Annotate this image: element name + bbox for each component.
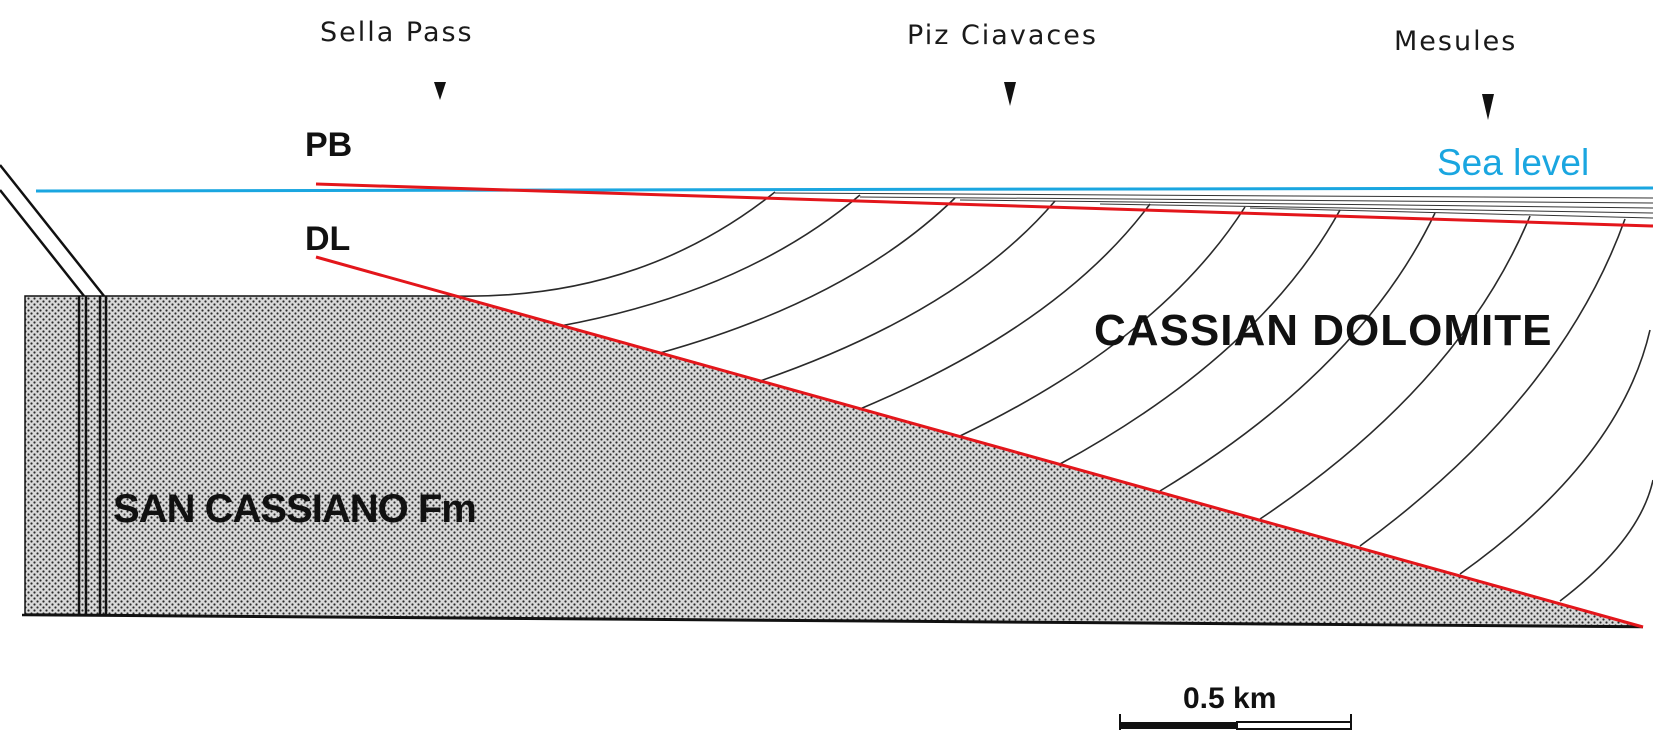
mesules-marker-icon: [1482, 94, 1494, 120]
cassian-dolomite-label: CASSIAN DOLOMITE: [1094, 306, 1552, 355]
sella-pass-marker-icon: [434, 82, 446, 100]
sea-level-line: [35, 186, 1653, 193]
base-line: [21, 613, 1644, 629]
location-piz-ciavaces: Piz Ciavaces: [907, 20, 1098, 51]
clinoforms: [454, 191, 1653, 602]
left-column-lines: [77, 296, 108, 614]
dl-label: DL: [305, 220, 350, 258]
pb-label: PB: [305, 126, 352, 164]
sea-level-label: Sea level: [1437, 142, 1589, 183]
dl-boundary-line: [315, 255, 1644, 629]
pb-boundary-line: [315, 182, 1653, 228]
scale-bar-label: 0.5 km: [1183, 682, 1276, 715]
top-bedding-lines: [774, 192, 1653, 219]
scale-bar: [1119, 714, 1352, 730]
left-slope: [0, 164, 105, 297]
location-sella-pass: Sella Pass: [320, 17, 474, 48]
piz-ciavaces-marker-icon: [1004, 82, 1016, 106]
location-mesules: Mesules: [1394, 26, 1517, 57]
san-cassiano-label: SAN CASSIANO Fm: [113, 487, 476, 531]
